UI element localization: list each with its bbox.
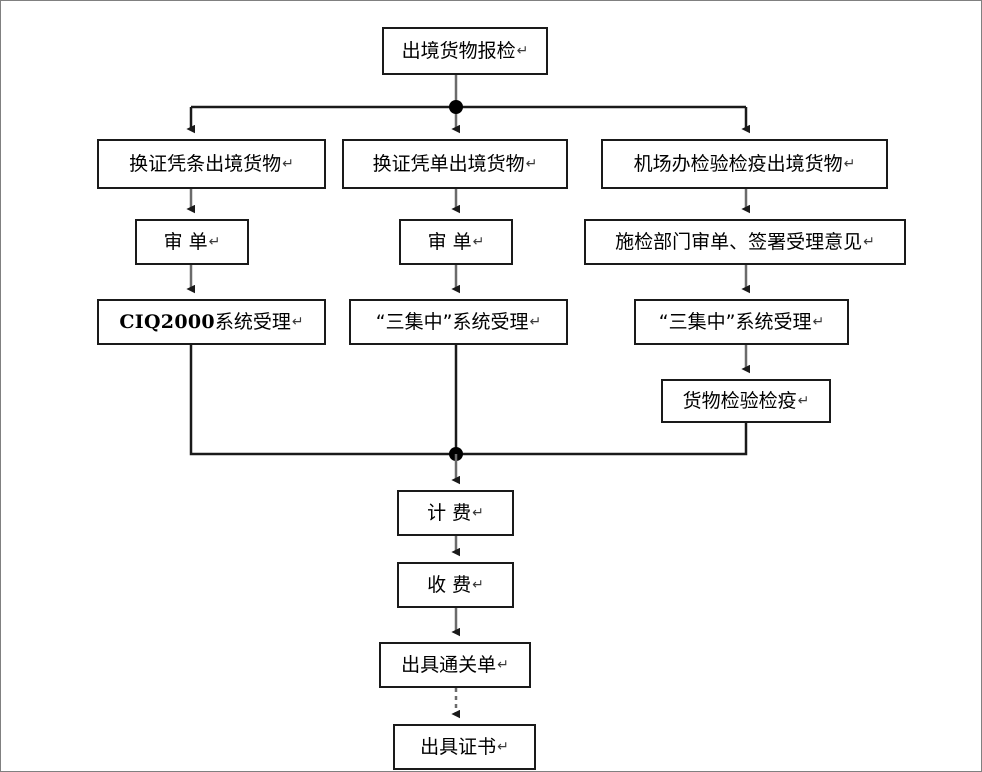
node-customs-doc[interactable]: 出具通关单↵: [379, 642, 531, 688]
node-sys-ciq2000-prefix: CIQ2000: [119, 310, 215, 333]
split-junction-dot: [449, 100, 463, 114]
node-review-left-label: 审 单: [163, 230, 208, 253]
node-branch-tiao[interactable]: 换证凭条出境货物↵: [97, 139, 326, 189]
return-mark: ↵: [497, 657, 509, 673]
node-branch-tiao-label: 换证凭条出境货物: [129, 152, 282, 175]
node-branch-airport[interactable]: 机场办检验检疫出境货物↵: [601, 139, 888, 189]
node-branch-airport-label: 机场办检验检疫出境货物: [633, 152, 843, 175]
return-mark: ↵: [812, 314, 825, 330]
connector-goods-to-merge: [456, 423, 748, 456]
node-customs-doc-label: 出具通关单: [401, 653, 497, 676]
node-review-airport[interactable]: 施检部门审单、签署受理意见↵: [584, 219, 906, 265]
node-goods-inspection[interactable]: 货物检验检疫↵: [661, 379, 831, 423]
node-review-airport-label: 施检部门审单、签署受理意见: [615, 230, 863, 253]
node-sys-sanjizhong-2[interactable]: “三集中”系统受理↵: [634, 299, 849, 345]
node-review-left[interactable]: 审 单↵: [135, 219, 249, 265]
node-sys-sanjizhong-1-label: “三集中”系统受理: [375, 310, 529, 333]
node-payment[interactable]: 收 费↵: [397, 562, 514, 608]
node-certificate[interactable]: 出具证书↵: [393, 724, 536, 770]
connector-split-bar: [186, 105, 750, 134]
node-branch-dan-label: 换证凭单出境货物: [372, 152, 525, 175]
node-sys-sanjizhong-2-label: “三集中”系统受理: [658, 310, 812, 333]
node-billing[interactable]: 计 费↵: [397, 490, 514, 536]
return-mark: ↵: [529, 314, 542, 330]
node-branch-dan[interactable]: 换证凭单出境货物↵: [342, 139, 568, 189]
return-mark: ↵: [208, 234, 221, 250]
return-mark: ↵: [472, 505, 484, 521]
node-start[interactable]: 出境货物报检↵: [382, 27, 548, 75]
connector-ciq-to-merge: [189, 345, 456, 456]
node-billing-label: 计 费: [427, 501, 472, 524]
return-mark: ↵: [797, 393, 810, 409]
return-mark: ↵: [525, 156, 538, 172]
node-payment-label: 收 费: [427, 573, 472, 596]
node-review-mid-label: 审 单: [427, 230, 472, 253]
node-goods-inspection-label: 货物检验检疫: [682, 389, 797, 412]
return-mark: ↵: [863, 234, 875, 250]
node-start-label: 出境货物报检: [401, 39, 516, 62]
return-mark: ↵: [291, 314, 304, 330]
node-sys-sanjizhong-1[interactable]: “三集中”系统受理↵: [349, 299, 568, 345]
return-mark: ↵: [516, 43, 529, 59]
return-mark: ↵: [472, 577, 484, 593]
node-certificate-label: 出具证书: [420, 735, 497, 758]
return-mark: ↵: [497, 739, 509, 755]
node-sys-ciq2000[interactable]: CIQ2000 系统受理↵: [97, 299, 326, 345]
return-mark: ↵: [472, 234, 485, 250]
return-mark: ↵: [282, 156, 294, 172]
node-review-mid[interactable]: 审 单↵: [399, 219, 513, 265]
return-mark: ↵: [843, 156, 856, 172]
node-sys-ciq2000-label: 系统受理: [214, 310, 291, 333]
